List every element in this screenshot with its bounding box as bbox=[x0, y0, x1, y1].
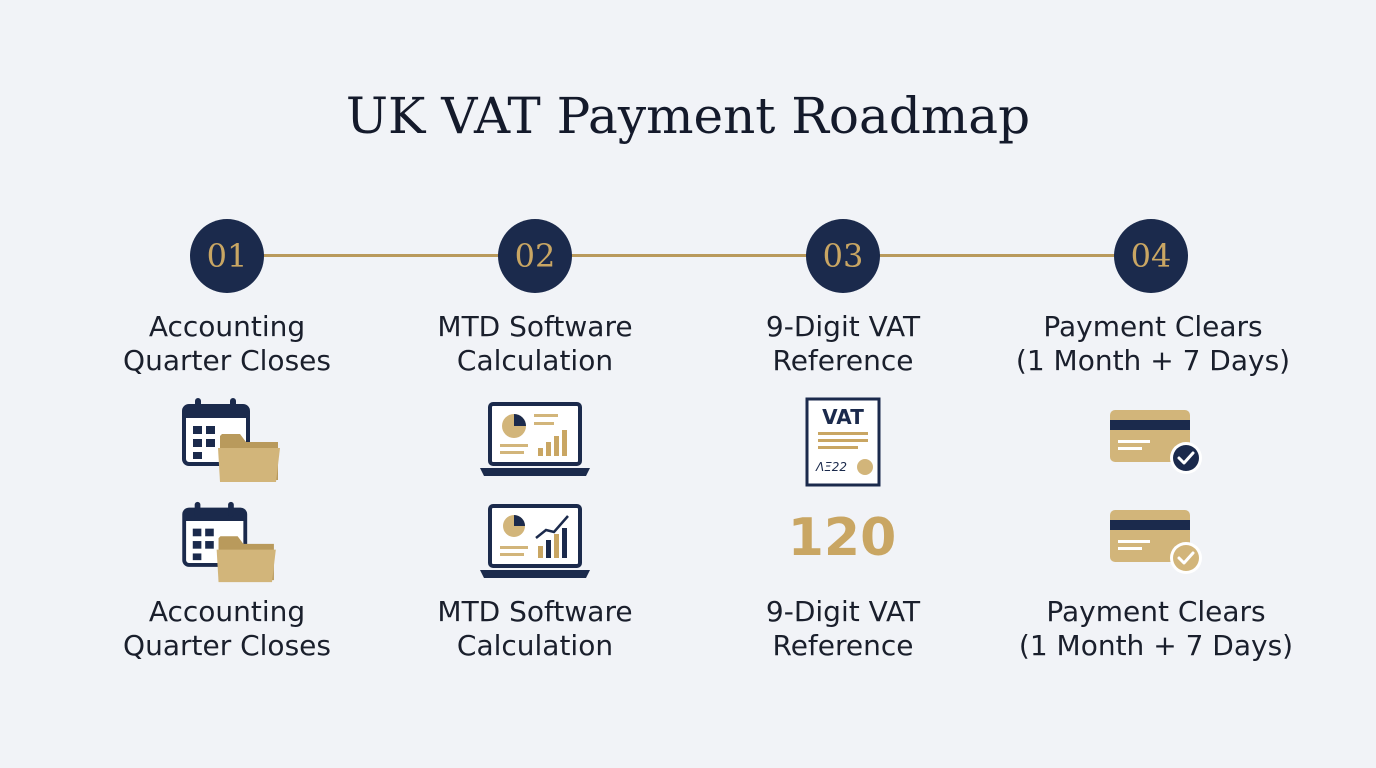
vat-document-signature: ΛΞ22 bbox=[815, 460, 847, 474]
step-4-label-line-2: (1 Month + 7 Days) bbox=[1015, 344, 1291, 377]
step-1-badge: 01 bbox=[190, 219, 264, 293]
step-4-label-repeat-line-2: (1 Month + 7 Days) bbox=[1018, 629, 1294, 662]
credit-card-check-icon bbox=[1110, 510, 1202, 574]
step-1-label-line-1: Accounting bbox=[148, 310, 306, 343]
step-3-label-line-2: Reference bbox=[772, 344, 914, 377]
credit-card-check-icon bbox=[1110, 410, 1202, 474]
timeline-connector bbox=[262, 254, 1116, 257]
calendar-folder-icon bbox=[182, 398, 280, 482]
step-2-label-repeat-line-2: Calculation bbox=[456, 629, 614, 662]
vat-document-icon: VAT ΛΞ22 bbox=[805, 397, 881, 487]
step-4-badge: 04 bbox=[1114, 219, 1188, 293]
step-3-label-repeat-line-1: 9-Digit VAT bbox=[765, 595, 921, 628]
step-2-label-line-1: MTD Software bbox=[437, 310, 633, 343]
page-title: UK VAT Payment Roadmap bbox=[345, 87, 1031, 145]
step-4-label: Payment Clears (1 Month + 7 Days) bbox=[1003, 310, 1303, 378]
step-2-label-repeat: MTD Software Calculation bbox=[385, 595, 685, 663]
step-1-label-line-2: Quarter Closes bbox=[123, 344, 331, 377]
step-1-label-repeat-line-1: Accounting bbox=[148, 595, 306, 628]
step-2-label: MTD Software Calculation bbox=[385, 310, 685, 378]
vat-document-heading: VAT bbox=[822, 405, 864, 429]
step-4-label-repeat-line-1: Payment Clears bbox=[1046, 595, 1266, 628]
step-3-label: 9-Digit VAT Reference bbox=[693, 310, 993, 378]
vat-number: 120 bbox=[787, 508, 897, 568]
step-3-badge: 03 bbox=[806, 219, 880, 293]
step-4-label-line-1: Payment Clears bbox=[1043, 310, 1263, 343]
step-3-label-repeat-line-2: Reference bbox=[772, 629, 914, 662]
step-3-label-line-1: 9-Digit VAT bbox=[765, 310, 921, 343]
step-1-label: Accounting Quarter Closes bbox=[77, 310, 377, 378]
step-1-label-repeat: Accounting Quarter Closes bbox=[77, 595, 377, 663]
step-2-label-line-2: Calculation bbox=[456, 344, 614, 377]
step-2-badge: 02 bbox=[498, 219, 572, 293]
step-1-label-repeat-line-2: Quarter Closes bbox=[123, 629, 331, 662]
step-2-label-repeat-line-1: MTD Software bbox=[437, 595, 633, 628]
step-4-label-repeat: Payment Clears (1 Month + 7 Days) bbox=[1006, 595, 1306, 663]
calendar-folder-icon bbox=[182, 501, 276, 583]
laptop-chart-icon bbox=[480, 402, 590, 476]
step-3-label-repeat: 9-Digit VAT Reference bbox=[693, 595, 993, 663]
laptop-chart-icon bbox=[480, 504, 590, 578]
